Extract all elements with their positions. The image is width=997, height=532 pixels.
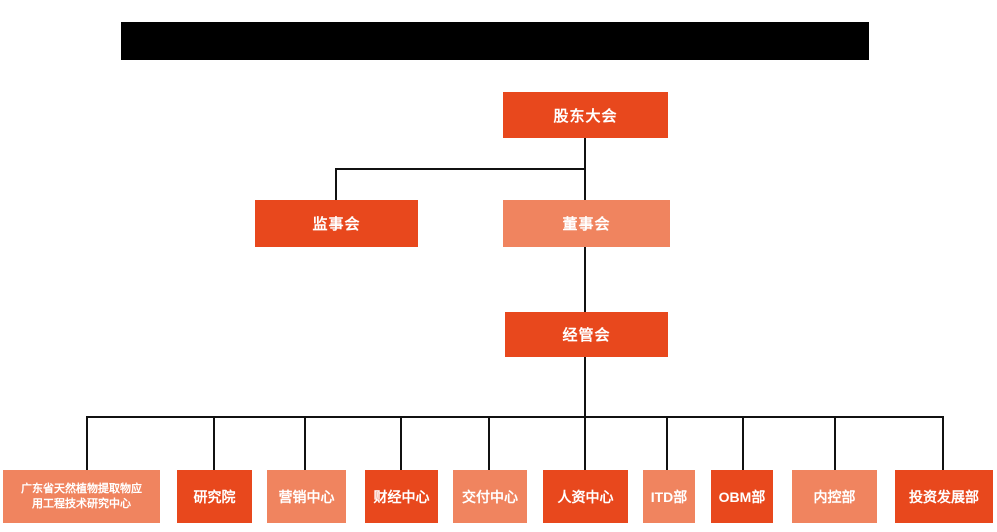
org-node-label: 经管会	[562, 327, 611, 344]
connector-management-down	[584, 357, 586, 470]
org-node-internal-control-department: 内控部	[792, 470, 877, 523]
connector-departments-bus	[86, 416, 944, 418]
org-node-supervisory-board: 监事会	[255, 200, 418, 247]
org-node-label: 投资发展部	[909, 488, 979, 505]
org-node-label: 财经中心	[373, 488, 430, 505]
org-node-guangdong-research-center: 广东省天然植物提取物应用工程技术研究中心	[3, 470, 160, 523]
org-node-finance-center: 财经中心	[365, 470, 438, 523]
connector-dept-drop-4	[400, 416, 402, 470]
connector-dept-drop-3	[304, 416, 306, 470]
connector-dept-drop-1	[86, 416, 88, 470]
org-node-label: 交付中心	[462, 488, 518, 505]
org-node-label: 监事会	[312, 216, 361, 233]
org-node-marketing-center: 营销中心	[267, 470, 346, 523]
org-node-management-committee: 经管会	[505, 312, 668, 357]
org-node-board-of-directors: 董事会	[503, 200, 670, 247]
org-node-shareholders-meeting: 股东大会	[503, 92, 668, 138]
org-node-label: 人资中心	[557, 488, 614, 505]
connector-supervisory-drop	[335, 168, 337, 200]
org-node-hr-center: 人资中心	[543, 470, 628, 523]
connector-dept-drop-8	[742, 416, 744, 470]
redacted-title-bar	[121, 22, 869, 60]
org-node-label: ITD部	[650, 488, 688, 505]
connector-dept-drop-5	[488, 416, 490, 470]
connector-dept-drop-7	[666, 416, 668, 470]
org-node-label: 营销中心	[278, 488, 335, 505]
org-node-obm-department: OBM部	[711, 470, 773, 523]
org-node-label: OBM部	[718, 488, 766, 505]
connector-dept-drop-10	[942, 416, 944, 470]
connector-level2-branch	[335, 168, 586, 170]
connector-dept-drop-9	[834, 416, 836, 470]
org-node-itd-department: ITD部	[643, 470, 695, 523]
org-node-research-institute: 研究院	[177, 470, 252, 523]
org-node-label: 董事会	[562, 216, 611, 233]
connector-board-to-management	[584, 247, 586, 312]
org-node-delivery-center: 交付中心	[453, 470, 527, 523]
org-node-label: 广东省天然植物提取物应用工程技术研究中心	[21, 482, 142, 510]
org-node-label: 研究院	[193, 488, 236, 505]
connector-dept-drop-2	[213, 416, 215, 470]
org-node-label: 股东大会	[553, 107, 618, 125]
org-node-label: 内控部	[813, 488, 856, 505]
org-node-investment-development-department: 投资发展部	[895, 470, 993, 523]
